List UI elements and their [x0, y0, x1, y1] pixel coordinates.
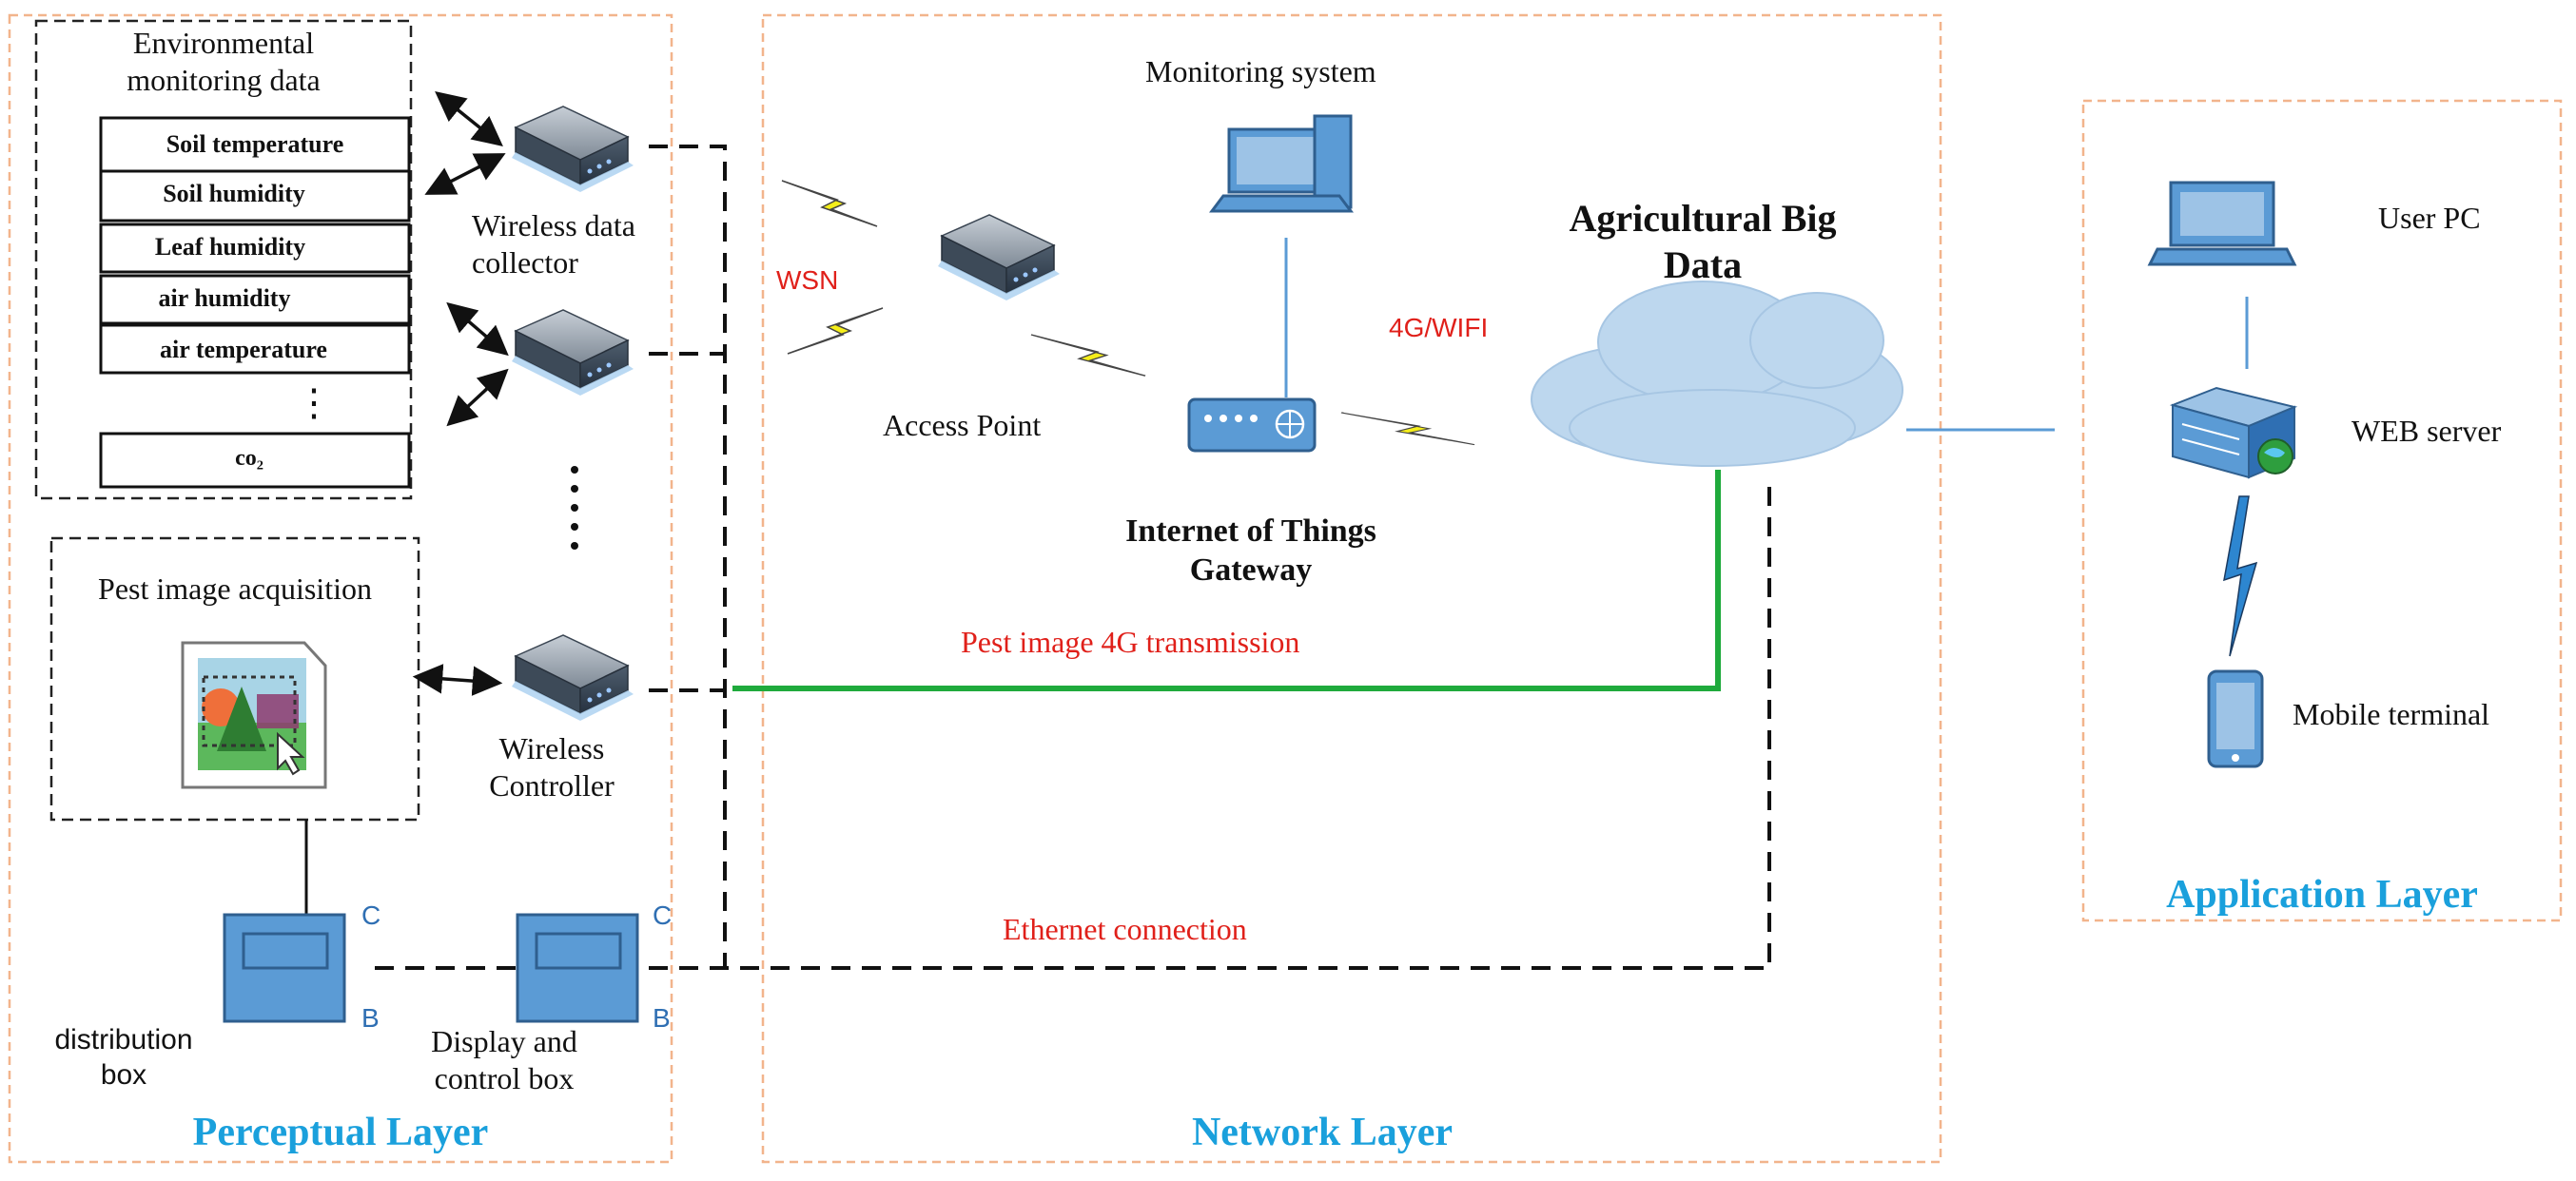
web-server-label: WEB server — [2352, 414, 2502, 448]
ap-gateway-lightning-icon — [1030, 334, 1146, 378]
distribution-box-label: distribution box — [54, 1024, 193, 1091]
image-file-icon — [181, 641, 327, 789]
cloud-icon — [1531, 281, 1903, 467]
dist-port-b: B — [361, 1003, 380, 1033]
sensor-ellipsis: ⋮ — [295, 381, 333, 424]
web-server-icon — [2169, 386, 2298, 479]
env-data-group — [34, 19, 413, 500]
server-mobile-lightning-icon — [2223, 495, 2258, 657]
dist-port-c: C — [361, 900, 381, 930]
access-point-device-icon — [937, 214, 1061, 301]
phone-icon — [2207, 669, 2264, 768]
collector-label: Wireless data collector — [472, 208, 635, 281]
pest-4g-link — [732, 470, 1721, 691]
env-data-title: Environmental monitoring data — [127, 26, 321, 98]
mobile-terminal-label: Mobile terminal — [2293, 697, 2490, 731]
access-point-label: Access Point — [883, 408, 1042, 442]
sensor-table — [99, 116, 411, 489]
sensor-leaf-humidity: Leaf humidity — [154, 233, 306, 261]
wsn-lightning-icon-2 — [787, 307, 884, 355]
monitoring-computer-icon — [1209, 114, 1354, 213]
gateway-label: Internet of Things Gateway — [1125, 513, 1376, 589]
sensor-air-temperature: air temperature — [160, 336, 327, 363]
collector-device-icon-1 — [511, 106, 634, 193]
ethernet-label: Ethernet connection — [1003, 912, 1247, 946]
sensor-soil-humidity: Soil humidity — [163, 180, 305, 207]
display-port-c: C — [653, 900, 673, 930]
distribution-box-icon — [223, 913, 346, 1023]
controller-device-icon — [511, 634, 634, 722]
application-layer-box — [2081, 99, 2563, 922]
user-pc-label: User PC — [2378, 201, 2481, 235]
big-data-title: Agricultural Big Data — [1569, 197, 1837, 286]
4g-wifi-label: 4G/WIFI — [1389, 313, 1489, 342]
gateway-cloud-lightning-icon — [1339, 411, 1476, 446]
perceptual-layer-title: Perceptual Layer — [192, 1111, 489, 1154]
monitoring-system-label: Monitoring system — [1145, 54, 1376, 88]
collector-device-icon-2 — [511, 309, 634, 397]
sensor-soil-temperature: Soil temperature — [166, 130, 344, 158]
display-box-label: Display and control box — [431, 1024, 577, 1096]
sensor-co2: co₂ — [235, 446, 263, 471]
display-control-box-icon — [516, 913, 639, 1023]
network-layer-title: Network Layer — [1191, 1111, 1454, 1154]
ethernet-dashed-lines — [375, 145, 1771, 970]
gateway-router-icon — [1187, 397, 1317, 453]
laptop-icon — [2147, 181, 2297, 266]
display-port-b: B — [653, 1003, 671, 1033]
pest-4g-label: Pest image 4G transmission — [961, 625, 1300, 659]
perceptual-layer-box — [8, 13, 673, 1164]
controller-label: Wireless Controller — [489, 731, 615, 803]
network-layer-box — [761, 13, 1942, 1164]
pest-title: Pest image acquisition — [98, 571, 372, 606]
collector-dots — [571, 466, 578, 550]
sensor-arrows — [412, 91, 509, 696]
sensor-air-humidity: air humidity — [158, 284, 291, 312]
wsn-label: WSN — [776, 265, 839, 295]
application-layer-title: Application Layer — [2166, 873, 2478, 917]
wsn-lightning-icon-1 — [781, 180, 878, 227]
